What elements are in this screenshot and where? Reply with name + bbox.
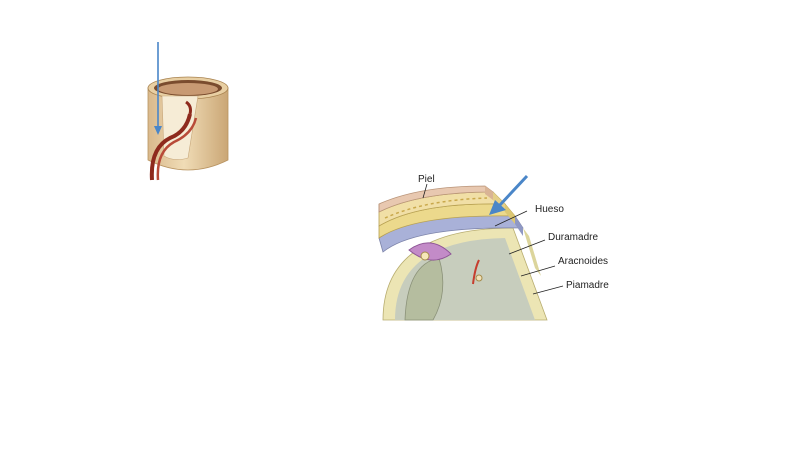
label-bone: Hueso xyxy=(535,204,564,215)
label-skin: Piel xyxy=(418,174,435,185)
bone-cross-section-illustration xyxy=(147,42,229,181)
label-pia: Piamadre xyxy=(566,280,609,291)
label-dura: Duramadre xyxy=(548,232,599,243)
label-arachnoid: Aracnoides xyxy=(558,256,609,267)
meninges-layers-illustration xyxy=(378,174,564,321)
pointer-arrow-2 xyxy=(497,174,529,208)
